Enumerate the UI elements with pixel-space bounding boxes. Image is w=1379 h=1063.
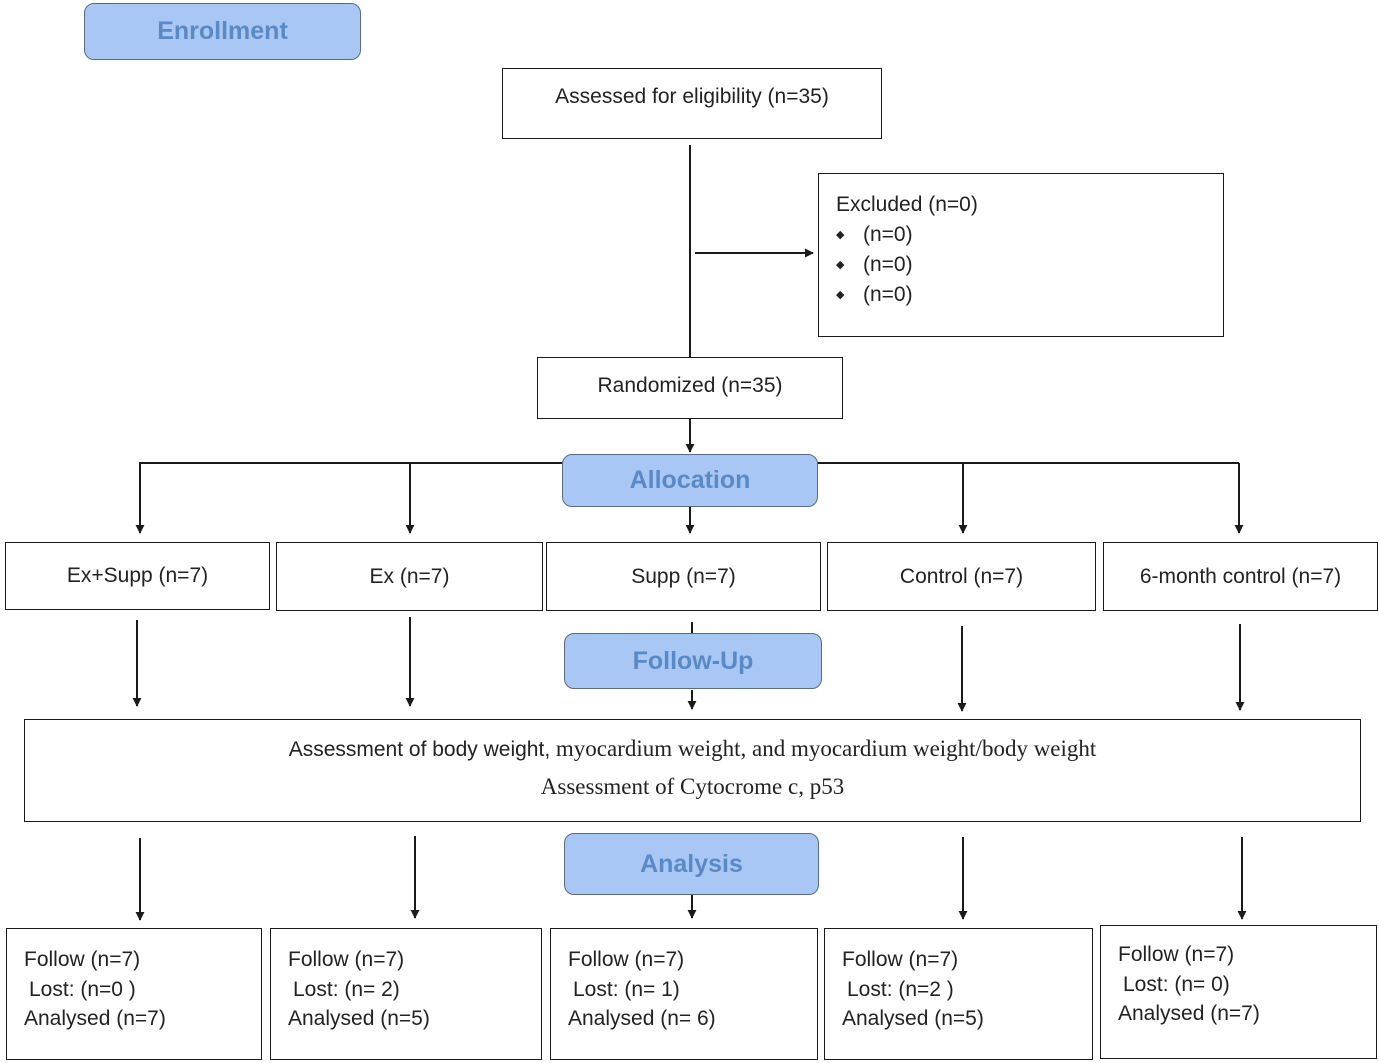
group-box-control: Control (n=7) xyxy=(827,542,1096,611)
lost-count: Lost: (n=0 ) xyxy=(29,977,136,1001)
eligibility-box: Assessed for eligibility (n=35) xyxy=(502,68,882,139)
lost-count: Lost: (n= 0) xyxy=(1123,972,1230,996)
follow-count: Follow (n=7) xyxy=(842,948,959,971)
excluded-item: ◆ (n=0) xyxy=(836,220,1223,250)
analysed-count: Analysed (n=7) xyxy=(1118,1002,1260,1025)
assessment-line-1-sans: Assessment of body weight, xyxy=(288,738,551,761)
follow-count: Follow (n=7) xyxy=(568,948,685,971)
result-box-supp: Follow (n=7) Lost: (n= 1) Analysed (n= 6… xyxy=(550,928,818,1060)
group-box-ex: Ex (n=7) xyxy=(276,542,543,611)
result-box-ex-supp: Follow (n=7) Lost: (n=0 ) Analysed (n=7) xyxy=(6,928,262,1060)
stage-follow-up: Follow-Up xyxy=(564,633,822,689)
stage-enrollment: Enrollment xyxy=(84,3,361,60)
group-box-supp: Supp (n=7) xyxy=(546,542,821,611)
randomized-box: Randomized (n=35) xyxy=(537,357,843,419)
lost-count: Lost: (n= 2) xyxy=(293,977,400,1001)
bullet-icon: ◆ xyxy=(836,289,845,301)
excluded-item-value: (n=0) xyxy=(863,223,913,246)
follow-count: Follow (n=7) xyxy=(24,948,141,971)
assessment-line-2: Assessment of Cytocrome c, p53 xyxy=(540,774,845,799)
result-box-ex: Follow (n=7) Lost: (n= 2) Analysed (n=5) xyxy=(270,928,542,1060)
bullet-icon: ◆ xyxy=(836,229,845,241)
lost-count: Lost: (n= 1) xyxy=(573,977,680,1001)
follow-count: Follow (n=7) xyxy=(1118,943,1235,966)
result-box-6-month-control: Follow (n=7) Lost: (n= 0) Analysed (n=7) xyxy=(1100,925,1377,1059)
excluded-item: ◆ (n=0) xyxy=(836,280,1223,310)
analysed-count: Analysed (n=7) xyxy=(24,1007,166,1030)
assessment-line-1-serif: myocardium weight, and myocardium weight… xyxy=(550,736,1097,761)
excluded-box: Excluded (n=0) ◆ (n=0) ◆ (n=0) ◆ (n=0) xyxy=(818,173,1224,337)
excluded-item-value: (n=0) xyxy=(863,283,913,306)
excluded-title: Excluded (n=0) xyxy=(836,193,978,216)
assessment-line-1: Assessment of body weight, myocardium we… xyxy=(289,730,1097,768)
assessment-box: Assessment of body weight, myocardium we… xyxy=(24,719,1361,822)
group-box-6-month-control: 6-month control (n=7) xyxy=(1103,542,1378,611)
stage-analysis: Analysis xyxy=(564,833,819,895)
analysed-count: Analysed (n=5) xyxy=(288,1007,430,1030)
group-box-ex-supp: Ex+Supp (n=7) xyxy=(5,542,270,610)
analysed-count: Analysed (n= 6) xyxy=(568,1007,716,1030)
stage-allocation: Allocation xyxy=(562,454,818,507)
analysed-count: Analysed (n=5) xyxy=(842,1007,984,1030)
result-box-control: Follow (n=7) Lost: (n=2 ) Analysed (n=5) xyxy=(824,928,1093,1060)
excluded-item: ◆ (n=0) xyxy=(836,250,1223,280)
follow-count: Follow (n=7) xyxy=(288,948,405,971)
bullet-icon: ◆ xyxy=(836,259,845,271)
lost-count: Lost: (n=2 ) xyxy=(847,977,954,1001)
excluded-item-value: (n=0) xyxy=(863,253,913,276)
